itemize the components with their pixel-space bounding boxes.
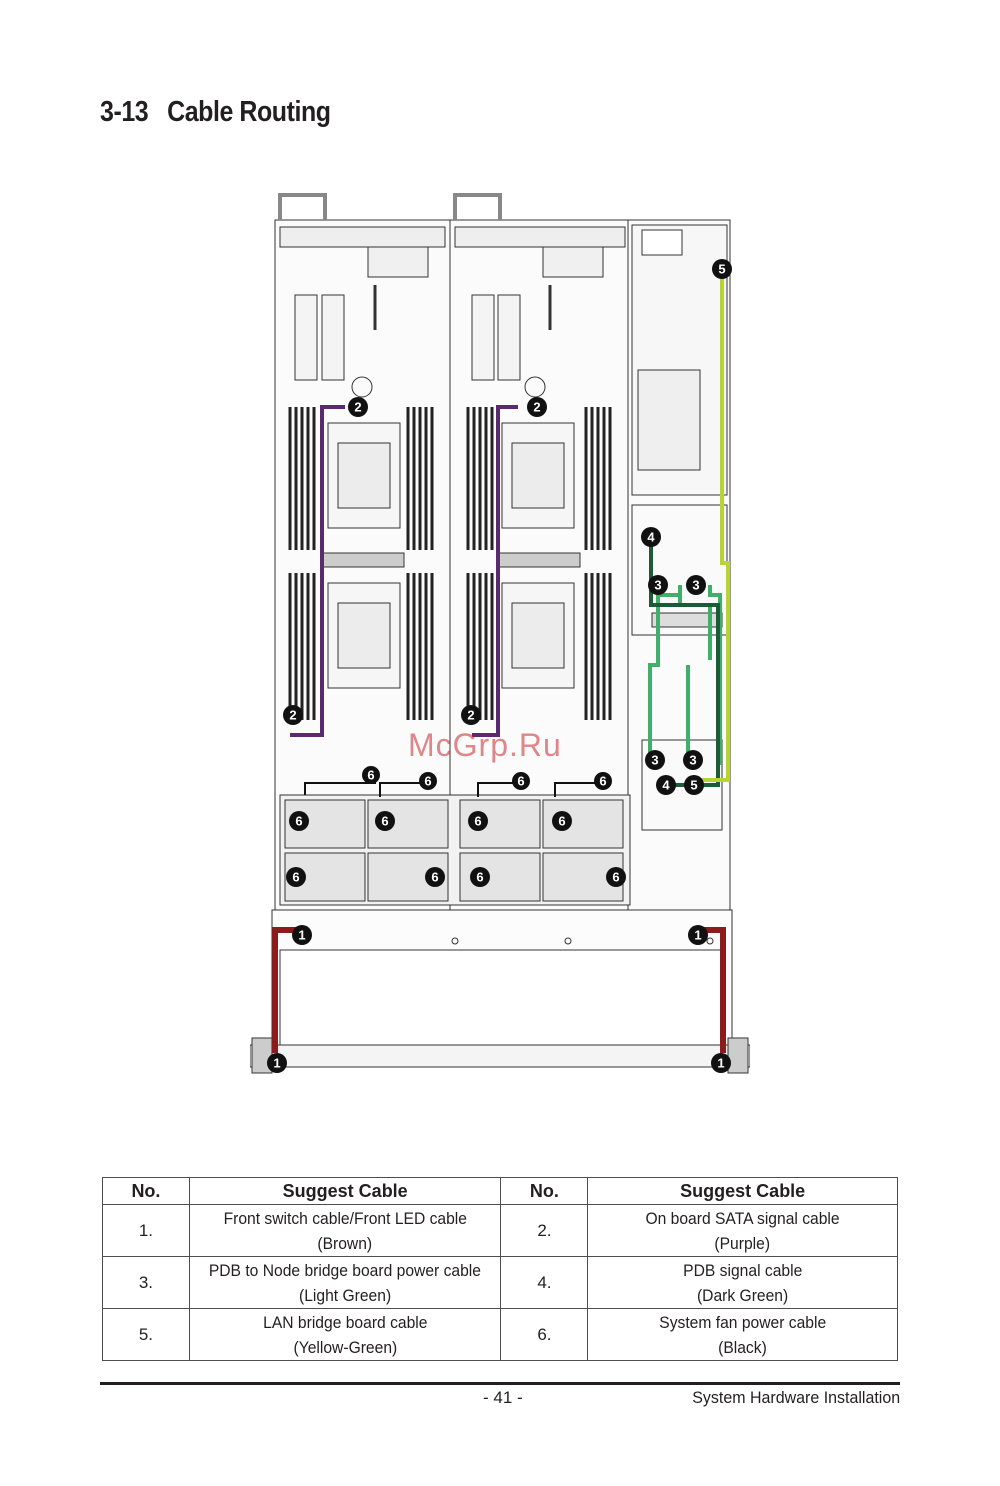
callout-3-d: 3: [683, 750, 703, 770]
svg-text:3: 3: [689, 753, 696, 768]
header-no: No.: [102, 1177, 190, 1205]
header-suggest-cable: Suggest Cable: [188, 1177, 502, 1205]
callout-6-c: 6: [512, 772, 530, 790]
watermark: McGrp.Ru: [408, 727, 562, 763]
callout-2-d: 2: [461, 705, 481, 725]
svg-text:6: 6: [381, 814, 388, 829]
footer-section-name: System Hardware Installation: [692, 1388, 900, 1407]
svg-text:1: 1: [717, 1056, 724, 1071]
callout-6-k: 6: [470, 867, 490, 887]
callout-4-b: 4: [656, 775, 676, 795]
callout-3-c: 3: [645, 750, 665, 770]
row-number: 4.: [500, 1256, 589, 1309]
row-number: 5.: [102, 1308, 190, 1361]
callout-6-e: 6: [289, 811, 309, 831]
cable-description: On board SATA signal cable(Purple): [587, 1204, 898, 1257]
svg-text:1: 1: [273, 1056, 280, 1071]
svg-text:3: 3: [651, 753, 658, 768]
callout-6-j: 6: [425, 867, 445, 887]
header-suggest-cable-2: Suggest Cable: [587, 1177, 898, 1205]
table-row: 5. LAN bridge board cable(Yellow-Green) …: [102, 1308, 898, 1361]
svg-text:5: 5: [690, 778, 697, 793]
header-no-2: No.: [500, 1177, 589, 1205]
svg-text:6: 6: [431, 870, 438, 885]
svg-text:1: 1: [298, 928, 305, 943]
callout-2-a: 2: [348, 397, 368, 417]
callout-5-b: 5: [684, 775, 704, 795]
callout-3-a: 3: [648, 575, 668, 595]
svg-text:3: 3: [692, 578, 699, 593]
svg-text:6: 6: [476, 870, 483, 885]
table-row: 3. PDB to Node bridge board power cable(…: [102, 1256, 898, 1309]
callout-6-g: 6: [468, 811, 488, 831]
callout-6-l: 6: [606, 867, 626, 887]
table-row: 1. Front switch cable/Front LED cable(Br…: [102, 1204, 898, 1257]
cable-description: LAN bridge board cable(Yellow-Green): [188, 1308, 502, 1361]
svg-text:6: 6: [517, 774, 524, 789]
callout-2-c: 2: [283, 705, 303, 725]
page-number: - 41 -: [483, 1388, 523, 1407]
callout-badges: 1 1 1 1 2 2 2 2 3 3 3 3 4 4 5 5 6 6 6 6 …: [267, 259, 732, 1073]
svg-text:4: 4: [662, 778, 670, 793]
callout-6-i: 6: [286, 867, 306, 887]
callout-6-f: 6: [375, 811, 395, 831]
section-title: 3-13 Cable Routing: [100, 96, 331, 129]
svg-text:3: 3: [654, 578, 661, 593]
callout-4-a: 4: [641, 527, 661, 547]
section-title-text: Cable Routing: [167, 96, 331, 128]
svg-text:5: 5: [718, 262, 725, 277]
callout-1-b: 1: [688, 925, 708, 945]
table-header-row: No. Suggest Cable No. Suggest Cable: [102, 1177, 898, 1205]
svg-text:6: 6: [292, 870, 299, 885]
footer-rule: [100, 1382, 900, 1385]
svg-text:6: 6: [599, 774, 606, 789]
callout-6-h: 6: [552, 811, 572, 831]
cable-description: PDB to Node bridge board power cable(Lig…: [188, 1256, 502, 1309]
svg-text:6: 6: [558, 814, 565, 829]
svg-text:6: 6: [295, 814, 302, 829]
row-number: 2.: [500, 1204, 589, 1257]
callout-3-b: 3: [686, 575, 706, 595]
cable-description: PDB signal cable(Dark Green): [587, 1256, 898, 1309]
row-number: 6.: [500, 1308, 589, 1361]
callout-2-b: 2: [527, 397, 547, 417]
callout-6-a: 6: [362, 766, 380, 784]
callout-1-d: 1: [711, 1053, 731, 1073]
svg-text:6: 6: [474, 814, 481, 829]
callout-1-a: 1: [292, 925, 312, 945]
svg-text:2: 2: [289, 708, 296, 723]
callout-6-b: 6: [419, 772, 437, 790]
svg-text:4: 4: [647, 530, 655, 545]
svg-text:2: 2: [533, 400, 540, 415]
svg-text:6: 6: [367, 768, 374, 783]
row-number: 3.: [102, 1256, 190, 1309]
svg-text:6: 6: [612, 870, 619, 885]
callout-1-c: 1: [267, 1053, 287, 1073]
svg-text:6: 6: [424, 774, 431, 789]
callout-5-a: 5: [712, 259, 732, 279]
svg-text:2: 2: [354, 400, 361, 415]
cable-description: System fan power cable(Black): [587, 1308, 898, 1361]
svg-text:2: 2: [467, 708, 474, 723]
section-number: 3-13: [100, 96, 149, 128]
row-number: 1.: [102, 1204, 190, 1257]
cable-description: Front switch cable/Front LED cable(Brown…: [188, 1204, 502, 1257]
cable-table: No. Suggest Cable No. Suggest Cable 1. F…: [102, 1177, 898, 1361]
cable-routing-diagram: 1 1 1 1 2 2 2 2 3 3 3 3 4 4 5 5 6 6 6 6 …: [250, 193, 750, 1074]
svg-text:1: 1: [694, 928, 701, 943]
callout-6-d: 6: [594, 772, 612, 790]
